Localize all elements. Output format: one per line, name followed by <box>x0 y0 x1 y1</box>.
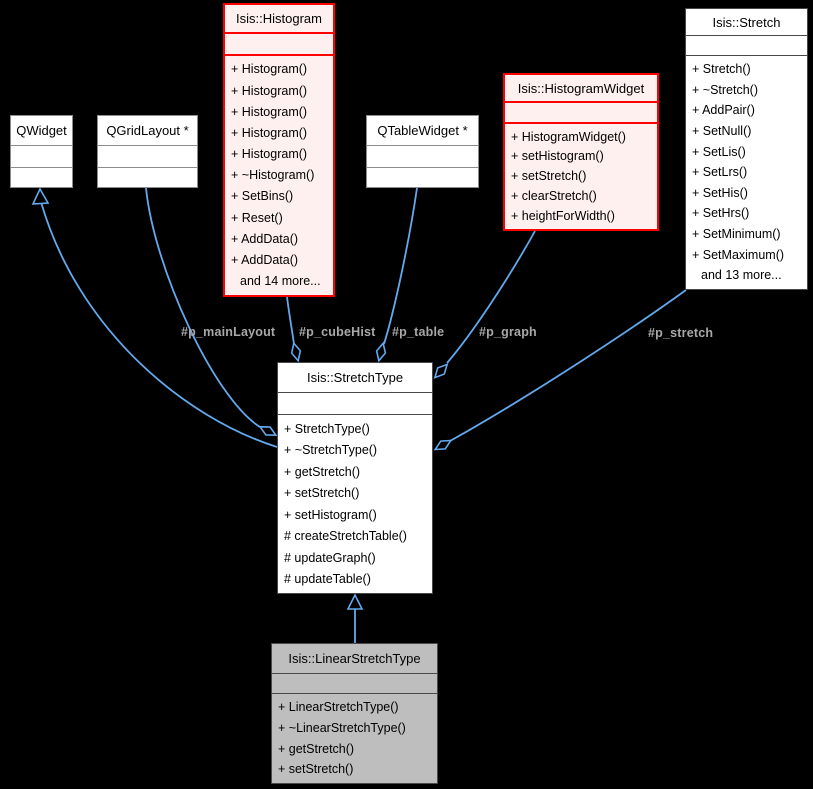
edge-aggregation-graph <box>446 230 536 364</box>
edge-label-p-cubehist: #p_cubeHist <box>299 325 376 339</box>
class-title: Isis::HistogramWidget <box>505 75 657 103</box>
edge-inheritance-stretchtype-qwidget <box>40 201 278 448</box>
method-row: + setHistogram() <box>511 149 604 164</box>
method-row: # updateGraph() <box>284 550 376 565</box>
method-row: + ~LinearStretchType() <box>278 720 406 735</box>
attributes-compartment <box>11 146 72 168</box>
more-methods-note: and 13 more... <box>701 268 782 283</box>
aggregation-diamond-table <box>375 341 387 363</box>
methods-compartment: + Stretch() + ~Stretch() + AddPair() + S… <box>686 56 807 289</box>
method-row: + SetLrs() <box>692 165 748 180</box>
methods-compartment <box>98 168 197 187</box>
method-row: + Histogram() <box>231 147 308 162</box>
attributes-compartment <box>505 103 657 124</box>
method-row: + getStretch() <box>278 741 355 756</box>
more-methods-note: and 14 more... <box>240 274 321 289</box>
method-row: + Histogram() <box>231 104 308 119</box>
methods-compartment: + Histogram() + Histogram() + Histogram(… <box>225 56 333 295</box>
method-row: + SetHrs() <box>692 206 750 221</box>
edge-aggregation-stretch <box>449 289 687 442</box>
method-row: + HistogramWidget() <box>511 129 626 144</box>
class-title: QWidget <box>11 116 72 146</box>
edge-aggregation-cubehist <box>286 296 295 345</box>
method-row: + clearStretch() <box>511 189 597 204</box>
attributes-compartment <box>98 146 197 168</box>
method-row: + AddData() <box>231 252 299 267</box>
class-box-isis-histogram[interactable]: Isis::Histogram + Histogram() + Histogra… <box>223 3 335 297</box>
edge-label-p-mainlayout: #p_mainLayout <box>181 325 276 339</box>
edge-label-p-stretch: #p_stretch <box>648 326 714 340</box>
edge-aggregation-mainlayout <box>145 187 261 428</box>
inheritance-arrow-qwidget <box>31 187 50 205</box>
methods-compartment: + LinearStretchType() + ~LinearStretchTy… <box>272 694 437 783</box>
class-title: QTableWidget * <box>367 116 478 146</box>
class-box-isis-stretch[interactable]: Isis::Stretch + Stretch() + ~Stretch() +… <box>685 8 808 290</box>
method-row: + AddData() <box>231 231 299 246</box>
class-box-isis-histogramwidget[interactable]: Isis::HistogramWidget + HistogramWidget(… <box>503 73 659 231</box>
method-row: + setStretch() <box>278 762 354 777</box>
method-row: + setStretch() <box>284 486 360 500</box>
edge-label-p-graph: #p_graph <box>479 325 537 339</box>
method-row: + setStretch() <box>511 169 587 184</box>
aggregation-diamond-mainlayout <box>258 425 278 437</box>
method-row: # createStretchTable() <box>284 529 407 543</box>
method-row: + Histogram() <box>231 125 308 140</box>
class-box-isis-stretchtype[interactable]: Isis::StretchType + StretchType() + ~Str… <box>277 362 433 594</box>
methods-compartment <box>367 168 478 187</box>
method-row: + SetNull() <box>692 123 752 138</box>
class-title: Isis::StretchType <box>278 363 432 393</box>
edge-label-p-table: #p_table <box>392 325 445 339</box>
method-row: + heightForWidth() <box>511 208 615 223</box>
method-row: + SetMaximum() <box>692 247 785 262</box>
class-title: Isis::Histogram <box>225 5 333 34</box>
class-title: Isis::LinearStretchType <box>272 644 437 674</box>
method-row: + StretchType() <box>284 421 370 436</box>
aggregation-diamond-stretch <box>433 439 453 451</box>
method-row: + ~Stretch() <box>692 82 758 97</box>
aggregation-diamond-graph <box>433 363 449 379</box>
method-row: + getStretch() <box>284 464 361 479</box>
method-row: + Reset() <box>231 210 283 225</box>
class-box-isis-linearstretchtype[interactable]: Isis::LinearStretchType + LinearStretchT… <box>271 643 438 784</box>
attributes-compartment <box>367 146 478 168</box>
class-title: Isis::Stretch <box>686 9 807 36</box>
method-row: + Stretch() <box>692 62 751 77</box>
method-row: + setHistogram() <box>284 507 377 522</box>
method-row: + SetHis() <box>692 185 748 200</box>
attributes-compartment <box>225 34 333 56</box>
method-row: + ~StretchType() <box>284 443 378 457</box>
attributes-compartment <box>686 36 807 56</box>
methods-compartment: + HistogramWidget() + setHistogram() + s… <box>505 124 657 229</box>
method-row: + AddPair() <box>692 103 755 118</box>
method-row: + ~Histogram() <box>231 168 315 183</box>
class-box-qwidget: QWidget <box>10 115 73 188</box>
edge-aggregation-table <box>383 187 418 345</box>
class-box-qgridlayout: QGridLayout * <box>97 115 198 188</box>
method-row: + Histogram() <box>231 83 308 98</box>
attributes-compartment <box>278 393 432 415</box>
aggregation-diamond-cubehist <box>290 341 302 363</box>
method-row: # updateTable() <box>284 572 371 586</box>
attributes-compartment <box>272 674 437 694</box>
method-row: + SetMinimum() <box>692 227 781 242</box>
methods-compartment <box>11 168 72 187</box>
method-row: + Histogram() <box>231 62 308 77</box>
methods-compartment: + StretchType() + ~StretchType() + getSt… <box>278 415 432 593</box>
method-row: + LinearStretchType() <box>278 700 399 715</box>
class-box-qtablewidget: QTableWidget * <box>366 115 479 188</box>
method-row: + SetBins() <box>231 189 294 204</box>
inheritance-arrow-stretchtype <box>346 593 364 610</box>
method-row: + SetLis() <box>692 144 746 159</box>
class-title: QGridLayout * <box>98 116 197 146</box>
